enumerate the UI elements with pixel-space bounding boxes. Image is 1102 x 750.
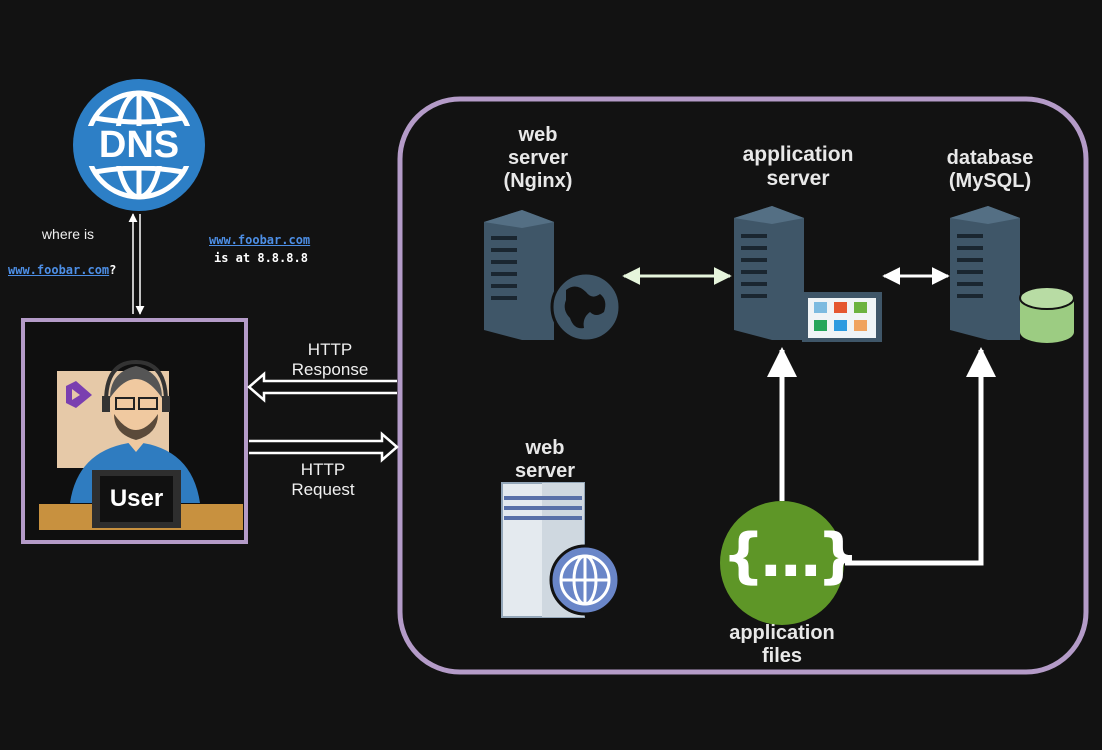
database-icon: [950, 206, 1075, 343]
dns-icon: [73, 79, 205, 211]
dns-answer-text: is at 8.8.8.8: [214, 251, 308, 265]
web-label-line2: server: [514, 460, 576, 482]
nginx-server-icon: [484, 210, 622, 343]
app-label-line1: application: [742, 143, 854, 166]
user-label: User: [109, 485, 164, 512]
application-server-icon: [734, 206, 882, 342]
app-label-line2: server: [766, 167, 830, 191]
infrastructure-frame: [397, 96, 1089, 675]
http-response-line2: Response: [291, 359, 369, 379]
dns-query-line1: where is: [41, 226, 95, 242]
application-server-label: application server: [718, 143, 878, 191]
dns-answer-domain-link[interactable]: www.foobar.com: [209, 233, 311, 247]
web-label-line1: web: [525, 437, 565, 459]
dns-query-domain-link[interactable]: www.foobar.com: [8, 263, 110, 277]
database-label-line1: database: [946, 147, 1034, 169]
files-database-arrow: [845, 347, 996, 566]
application-files-icon: [720, 501, 844, 625]
database-label-line2: (MySQL): [948, 170, 1032, 192]
nginx-label-line2: server: [507, 147, 569, 169]
user-illustration: [39, 359, 243, 530]
http-request-line2: Request: [291, 479, 355, 499]
http-response-arrow: [247, 371, 397, 403]
database-label: database (MySQL): [930, 147, 1050, 193]
http-response-label: HTTP Response: [280, 340, 380, 379]
http-request-label: HTTP Request: [273, 460, 373, 499]
http-response-line1: HTTP: [307, 340, 353, 359]
files-label-line1: application: [729, 622, 835, 644]
http-request-line1: HTTP: [300, 460, 346, 479]
dns-label: DNS: [98, 124, 180, 166]
nginx-label-line3: (Nginx): [503, 170, 573, 192]
dns-query-suffix: ?: [109, 263, 117, 277]
http-request-arrow: [249, 431, 399, 463]
nginx-label-line1: web: [518, 124, 558, 146]
nginx-server-label: web server (Nginx): [478, 124, 598, 193]
application-files-label: application files: [712, 622, 852, 668]
dns-query-line2: www.foobar.com?: [8, 261, 116, 279]
application-files-icon-text: {…}: [722, 521, 859, 591]
web-server-icon: [501, 482, 621, 618]
web-server-label: web server: [495, 437, 595, 483]
files-label-line2: files: [761, 645, 803, 667]
